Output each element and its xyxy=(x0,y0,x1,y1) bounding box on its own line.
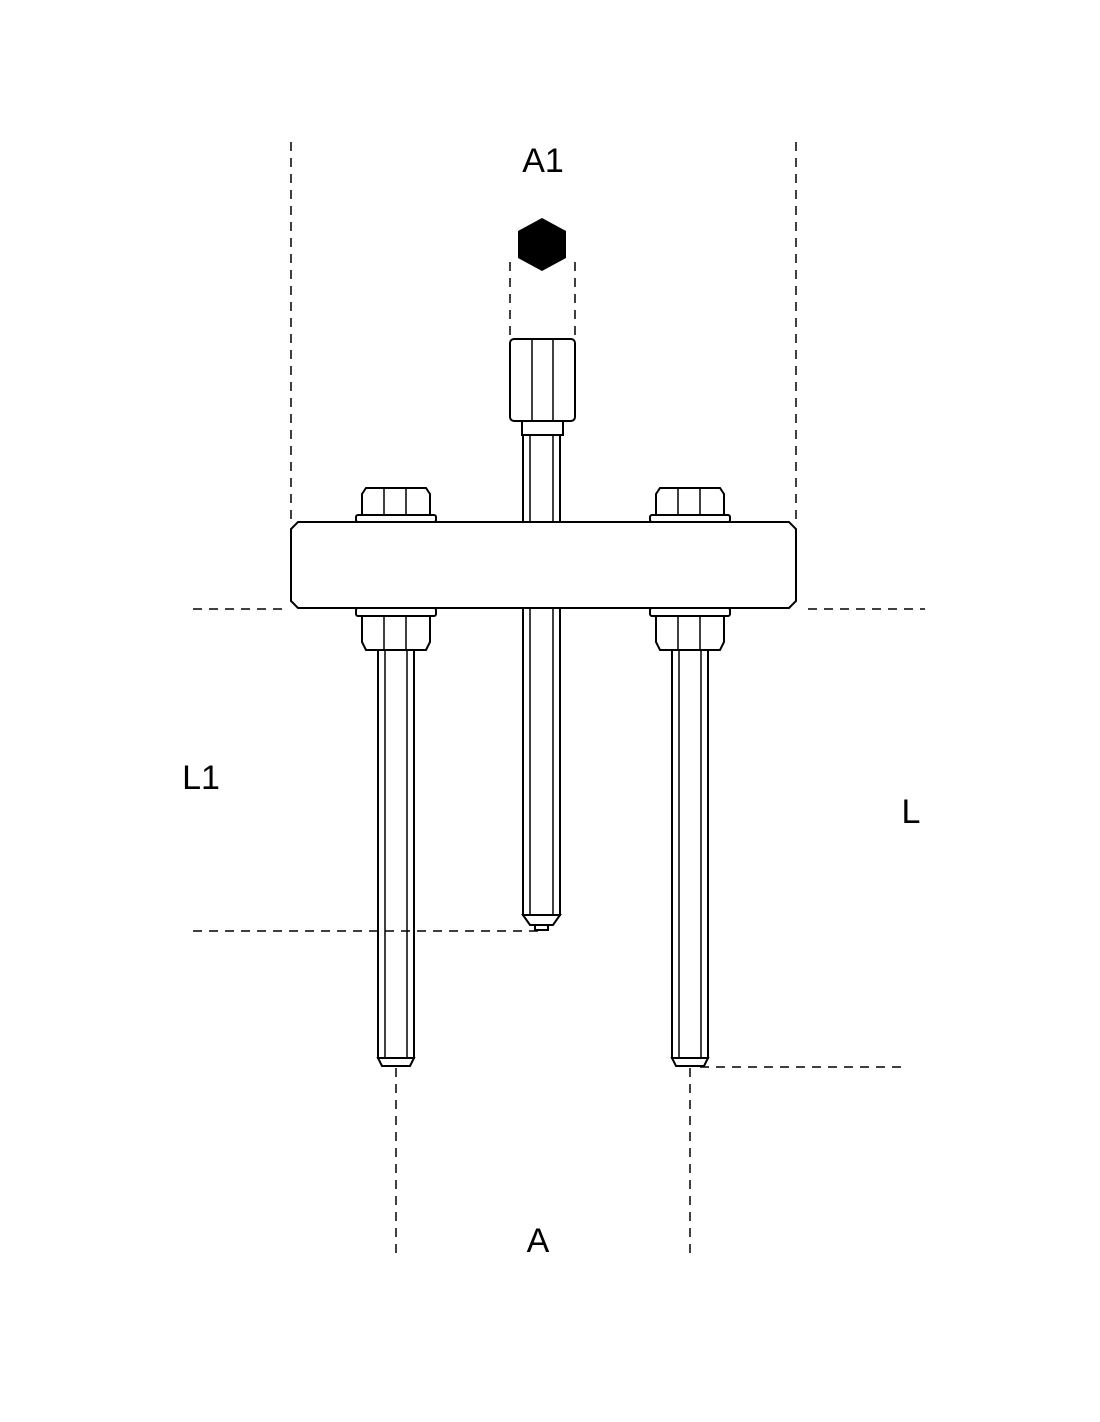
label-l: L xyxy=(902,793,921,831)
left-leg-rod xyxy=(376,649,416,1067)
right-leg-rod xyxy=(670,649,710,1067)
crossbar xyxy=(290,521,797,609)
screw-head-nut xyxy=(509,338,576,436)
right-upper-nut xyxy=(649,487,731,523)
left-upper-nut xyxy=(355,487,437,523)
central-screw xyxy=(521,434,562,931)
label-l1: L1 xyxy=(182,759,220,797)
label-a1: A1 xyxy=(522,142,564,180)
right-lower-nut xyxy=(649,607,731,651)
label-a: A xyxy=(527,1222,550,1260)
left-lower-nut xyxy=(355,607,437,651)
hexagon-icon xyxy=(518,218,566,271)
